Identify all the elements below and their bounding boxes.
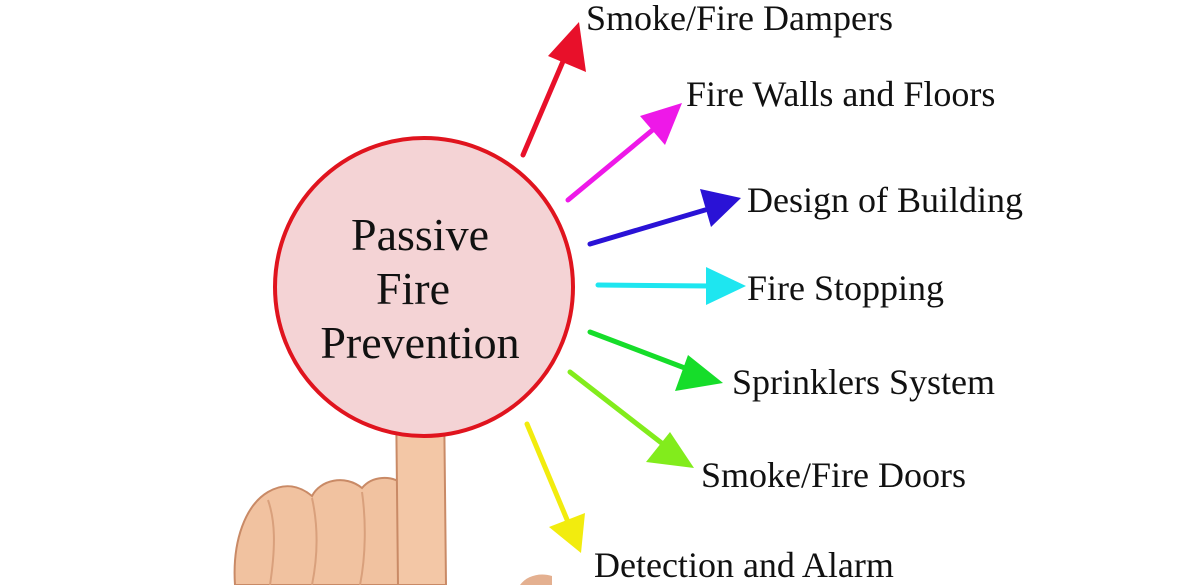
arrow-fire-stopping [595,267,746,305]
branch-label-smoke-fire-doors: Smoke/Fire Doors [701,455,966,495]
arrow-smoke-fire-doors [567,369,694,468]
hub-circle [273,136,575,438]
hub-title-line-2: Fire [376,263,450,314]
branch-label-sprinklers-system: Sprinklers System [732,362,995,402]
hub-title-line-3: Prevention [320,317,519,368]
branch-label-fire-walls-floors: Fire Walls and Floors [686,74,995,114]
arrow-fire-walls-floors [565,103,682,203]
branch-label-fire-stopping: Fire Stopping [747,268,944,308]
branch-label-design-of-building: Design of Building [747,180,1023,220]
branch-label-smoke-fire-dampers: Smoke/Fire Dampers [586,0,893,38]
arrow-sprinklers-system [587,329,723,391]
arrow-smoke-fire-dampers [520,22,586,158]
branch-arrows [520,22,746,553]
hub-title-line-1: Passive [351,209,489,260]
arrow-detection-alarm [524,421,585,553]
branch-label-detection-alarm: Detection and Alarm [594,545,894,585]
arrow-design-of-building [587,189,741,247]
